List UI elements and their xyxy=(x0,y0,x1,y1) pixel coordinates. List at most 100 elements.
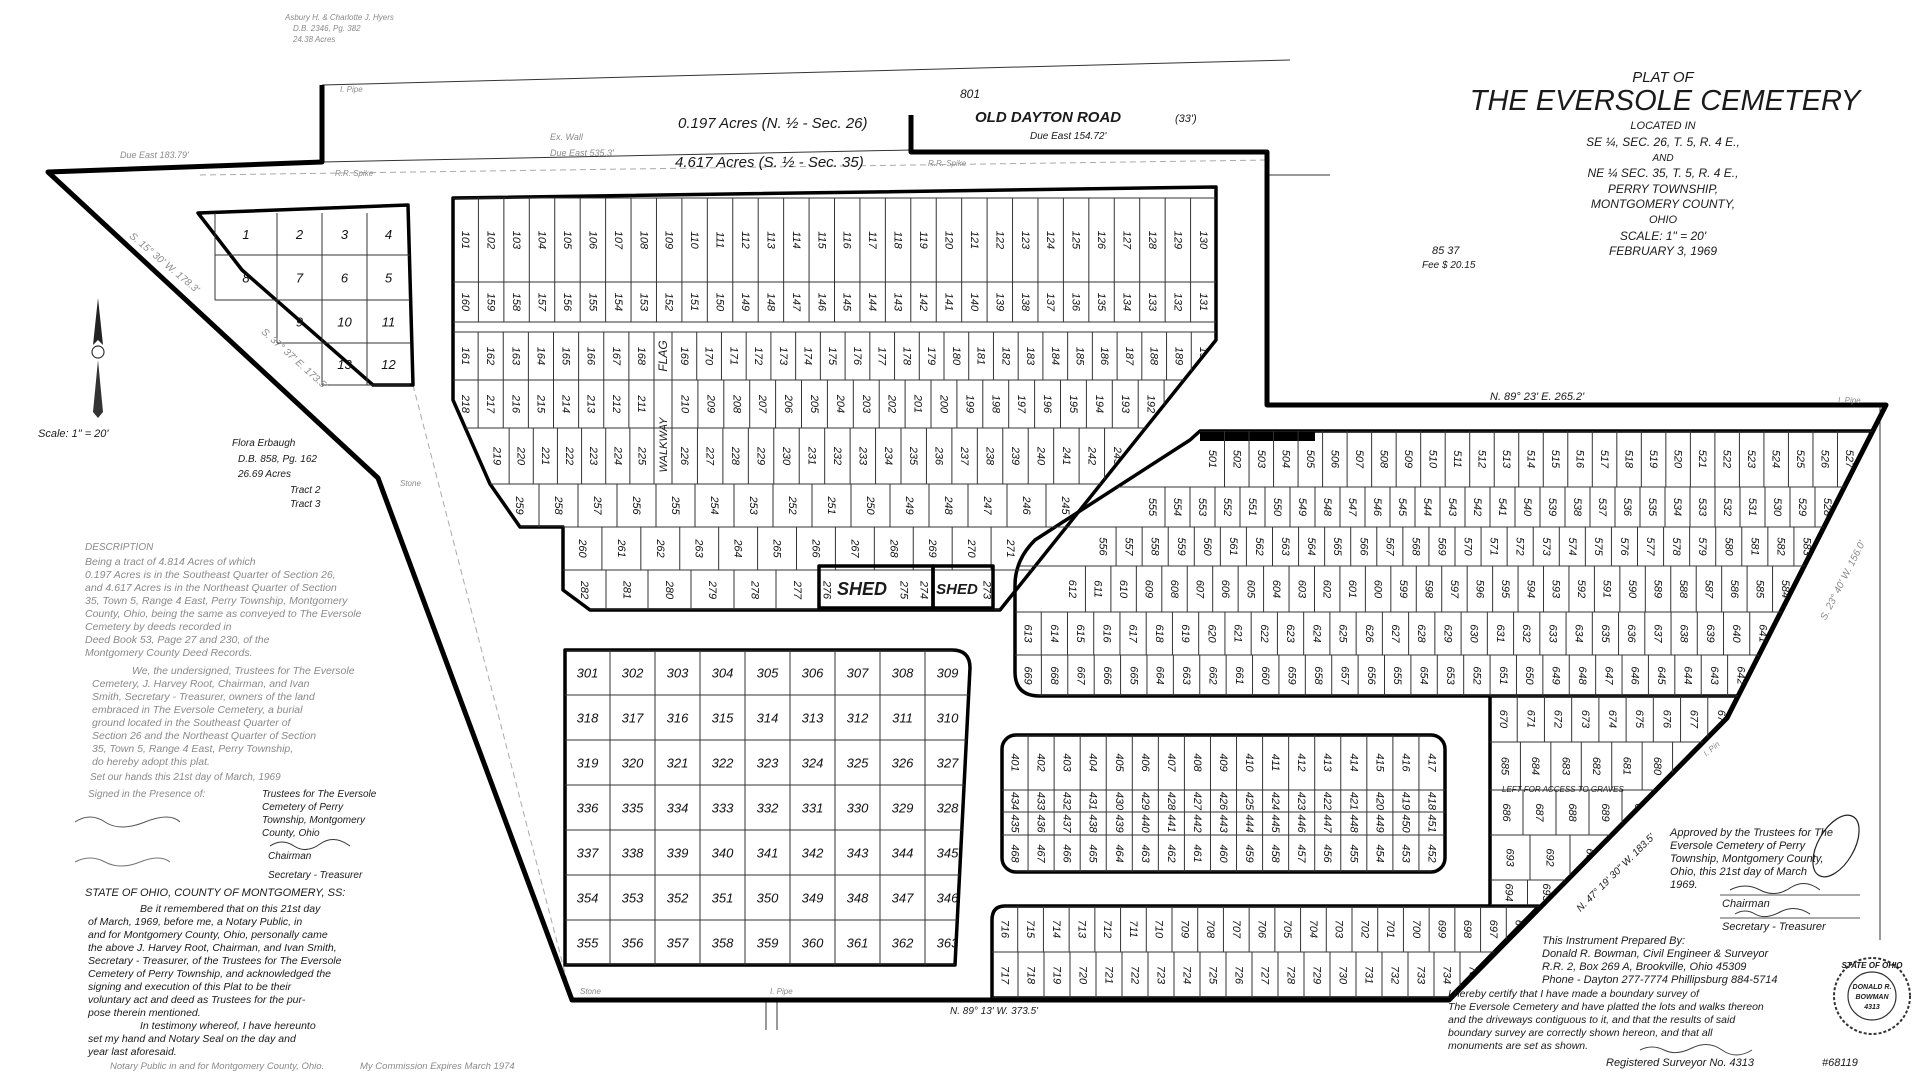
lot-number[interactable]: 253 xyxy=(747,495,759,515)
lot-number[interactable]: 417 xyxy=(1425,753,1437,772)
lot-number[interactable]: 653 xyxy=(1444,666,1456,685)
lot-number[interactable]: 151 xyxy=(688,293,700,311)
lot-number[interactable]: 409 xyxy=(1217,753,1229,771)
lot-number[interactable]: 504 xyxy=(1279,450,1291,468)
lot-number[interactable]: 111 xyxy=(714,232,726,249)
lot-number[interactable]: 657 xyxy=(1338,666,1350,685)
lot-number[interactable]: 441 xyxy=(1165,814,1177,832)
lot-number[interactable]: 237 xyxy=(958,446,970,466)
lot-number[interactable]: 197 xyxy=(1015,395,1027,414)
lot-number[interactable]: 611 xyxy=(1092,580,1104,598)
lot-number[interactable]: 174 xyxy=(802,347,814,365)
lot-number[interactable]: 412 xyxy=(1295,753,1307,771)
lot-number[interactable]: 503 xyxy=(1255,450,1267,469)
lot-number[interactable]: 728 xyxy=(1285,966,1297,985)
lot-number[interactable]: 360 xyxy=(802,936,824,951)
lot-number[interactable]: 109 xyxy=(663,231,675,249)
lot-number[interactable]: 730 xyxy=(1337,966,1349,985)
lot-number[interactable]: 566 xyxy=(1357,537,1369,556)
lot-number[interactable]: 234 xyxy=(882,446,894,465)
lot-number[interactable]: 343 xyxy=(847,846,869,861)
lot-number[interactable]: 457 xyxy=(1295,844,1307,863)
lot-number[interactable]: 621 xyxy=(1232,624,1244,642)
lot-number[interactable]: 341 xyxy=(757,846,779,861)
lot-number[interactable]: 158 xyxy=(510,293,522,312)
lot-number[interactable]: 658 xyxy=(1312,666,1324,685)
lot-number[interactable]: 515 xyxy=(1549,450,1561,469)
lot-number[interactable]: 180 xyxy=(950,347,962,366)
lot-number[interactable]: 232 xyxy=(831,446,843,465)
lot-number[interactable]: 707 xyxy=(1230,920,1242,939)
lot-number[interactable]: 462 xyxy=(1165,844,1177,862)
lot-number[interactable]: 164 xyxy=(534,347,546,365)
lot-number[interactable]: 688 xyxy=(1566,803,1578,822)
lot-number[interactable]: 556 xyxy=(1097,537,1109,556)
lot-number[interactable]: 710 xyxy=(1153,920,1165,939)
lot-number[interactable]: 8 xyxy=(242,271,250,286)
lot-number[interactable]: 6 xyxy=(341,271,349,286)
lot-number[interactable]: 629 xyxy=(1441,624,1453,642)
lot-number[interactable]: 202 xyxy=(886,394,898,413)
lot-number[interactable]: 240 xyxy=(1034,446,1046,466)
lot-number[interactable]: 643 xyxy=(1708,666,1720,685)
lot-number[interactable]: 506 xyxy=(1328,450,1340,469)
lot-number[interactable]: 252 xyxy=(786,495,798,514)
lot-number[interactable]: 407 xyxy=(1165,753,1177,772)
lot-number[interactable]: 191 xyxy=(1171,395,1183,413)
lot-number[interactable]: 729 xyxy=(1311,966,1323,984)
lot-number[interactable]: 698 xyxy=(1461,920,1473,939)
lot-number[interactable]: 680 xyxy=(1651,757,1663,776)
lot-number[interactable]: 355 xyxy=(577,936,599,951)
lot-number[interactable]: 664 xyxy=(1154,666,1166,684)
lot-number[interactable]: 211 xyxy=(635,394,647,413)
lot-number[interactable]: 432 xyxy=(1061,792,1073,810)
lot-number[interactable]: 659 xyxy=(1286,666,1298,684)
lot-number[interactable]: 651 xyxy=(1497,666,1509,684)
lot-number[interactable]: 255 xyxy=(669,495,681,515)
lot-number[interactable]: 156 xyxy=(561,293,573,312)
lot-number[interactable]: 588 xyxy=(1677,580,1689,599)
lot-number[interactable]: 334 xyxy=(667,801,689,816)
lot-number[interactable]: 527 xyxy=(1843,450,1855,469)
lot-number[interactable]: 345 xyxy=(937,846,959,861)
lot-number[interactable]: 677 xyxy=(1688,710,1700,729)
lot-number[interactable]: 239 xyxy=(1009,446,1021,465)
lot-number[interactable]: 656 xyxy=(1365,666,1377,685)
lot-number[interactable]: 351 xyxy=(712,891,734,906)
lot-number[interactable]: 714 xyxy=(1050,920,1062,938)
lot-number[interactable]: 128 xyxy=(1146,231,1158,250)
lot-number[interactable]: 605 xyxy=(1244,580,1256,599)
lot-number[interactable]: 423 xyxy=(1295,792,1307,811)
lot-number[interactable]: 167 xyxy=(610,347,622,366)
lot-number[interactable]: 115 xyxy=(815,231,827,249)
lot-number[interactable]: 512 xyxy=(1475,450,1487,468)
lot-number[interactable]: 533 xyxy=(1696,498,1708,517)
lot-number[interactable]: 616 xyxy=(1100,624,1112,643)
lot-number[interactable]: 228 xyxy=(729,446,741,466)
lot-number[interactable]: 181 xyxy=(975,347,987,365)
lot-number[interactable]: 577 xyxy=(1644,537,1656,556)
lot-number[interactable]: 3 xyxy=(341,227,349,242)
lot-number[interactable]: 732 xyxy=(1389,966,1401,984)
lot-number[interactable]: 354 xyxy=(577,891,599,906)
lot-number[interactable]: 455 xyxy=(1347,844,1359,863)
lot-number[interactable]: 595 xyxy=(1499,580,1511,599)
lot-number[interactable]: 104 xyxy=(536,231,548,249)
lot-number[interactable]: 179 xyxy=(925,347,937,365)
lot-number[interactable]: 359 xyxy=(757,936,779,951)
lot-number[interactable]: 468 xyxy=(1009,844,1021,863)
lot-number[interactable]: 456 xyxy=(1321,844,1333,863)
lot-number[interactable]: 623 xyxy=(1284,624,1296,643)
lot-number[interactable]: 129 xyxy=(1171,231,1183,249)
lot-number[interactable]: 634 xyxy=(1573,624,1585,642)
lot-number[interactable]: 525 xyxy=(1794,450,1806,469)
lot-number[interactable]: 717 xyxy=(999,966,1011,985)
lot-number[interactable]: 593 xyxy=(1550,580,1562,599)
lot-number[interactable]: 256 xyxy=(630,495,642,515)
lot-number[interactable]: 614 xyxy=(1048,624,1060,642)
lot-number[interactable]: 276 xyxy=(821,580,833,600)
lot-number[interactable]: 413 xyxy=(1321,753,1333,772)
lot-number[interactable]: 125 xyxy=(1070,231,1082,250)
lot-number[interactable]: 526 xyxy=(1819,450,1831,469)
lot-number[interactable]: 585 xyxy=(1753,580,1765,599)
